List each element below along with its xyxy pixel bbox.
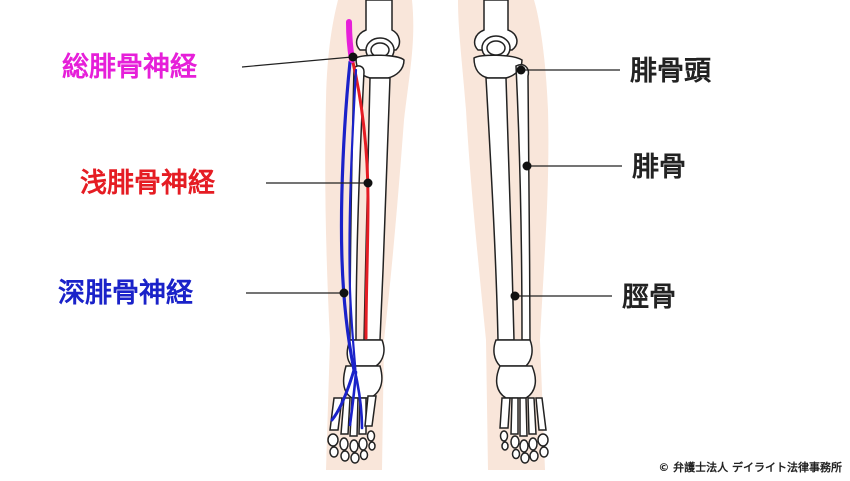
left-toes	[327, 430, 376, 464]
label-tibia: 脛骨	[622, 282, 676, 313]
label-deep-peroneal-nerve: 深腓骨神経	[58, 278, 193, 309]
dot-deep	[339, 288, 349, 298]
deep-peroneal-nerve-foot-1	[330, 368, 356, 422]
right-skeleton	[473, 0, 549, 464]
right-tibia-head	[473, 54, 523, 79]
left-skeleton	[327, 0, 405, 464]
deep-peroneal-nerve-foot-3	[354, 374, 364, 430]
deep-peroneal-nerve-path-2	[348, 68, 358, 382]
right-metatarsals	[499, 397, 547, 437]
label-superficial-peroneal-nerve: 浅腓骨神経	[80, 168, 215, 199]
dot-common	[348, 52, 358, 62]
right-femur	[473, 0, 518, 51]
label-fibula-head: 腓骨頭	[630, 56, 711, 87]
superficial-peroneal-nerve-path	[350, 56, 370, 340]
dot-tibia	[510, 291, 520, 301]
deep-peroneal-nerve-path	[339, 60, 356, 372]
leader-lines	[241, 56, 622, 297]
label-common-peroneal-nerve: 総腓骨神経	[62, 52, 197, 83]
right-ankle	[493, 339, 533, 367]
dot-superficial	[363, 178, 373, 188]
right-fibula	[515, 64, 531, 341]
dot-fibula-head	[516, 65, 526, 75]
marker-dots	[339, 52, 532, 301]
right-toes	[499, 430, 549, 464]
right-tarsals	[495, 365, 537, 399]
left-femur	[355, 0, 401, 51]
nerves	[330, 19, 370, 430]
dot-fibula	[522, 161, 532, 171]
copyright-notice: © 弁護士法人 デイライト法律事務所	[658, 461, 842, 474]
label-fibula: 腓骨	[632, 152, 686, 183]
